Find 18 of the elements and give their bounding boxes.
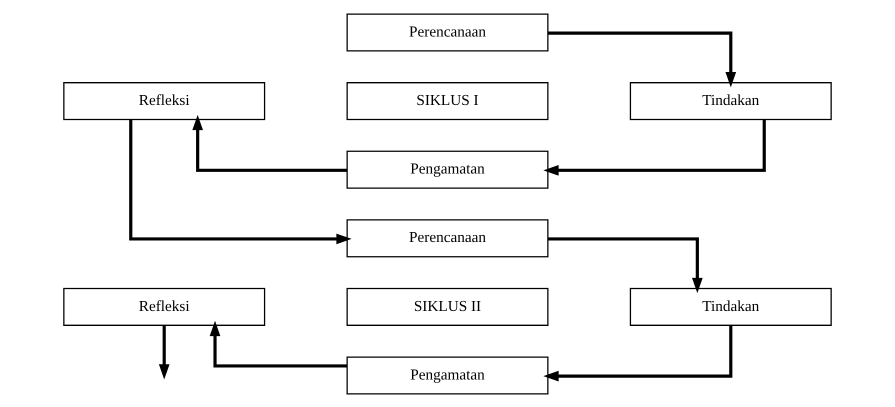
arrow	[548, 31, 736, 87]
arrow	[543, 324, 732, 381]
node-box: Tindakan	[630, 82, 832, 120]
arrow	[192, 114, 347, 172]
node-box: Tindakan	[630, 287, 832, 326]
arrow	[548, 236, 703, 293]
node-box: Perencanaan	[346, 12, 548, 52]
arrow	[129, 119, 352, 244]
node-box: SIKLUS II	[346, 287, 548, 326]
node-box: Perencanaan	[346, 218, 548, 257]
arrow	[543, 119, 766, 176]
node-box: SIKLUS I	[346, 82, 548, 120]
node-box: Refleksi	[63, 287, 266, 326]
node-box: Pengamatan	[346, 150, 548, 188]
node-box: Pengamatan	[346, 356, 548, 394]
node-box: Refleksi	[63, 82, 266, 120]
arrow	[210, 320, 347, 368]
arrow	[158, 325, 170, 380]
